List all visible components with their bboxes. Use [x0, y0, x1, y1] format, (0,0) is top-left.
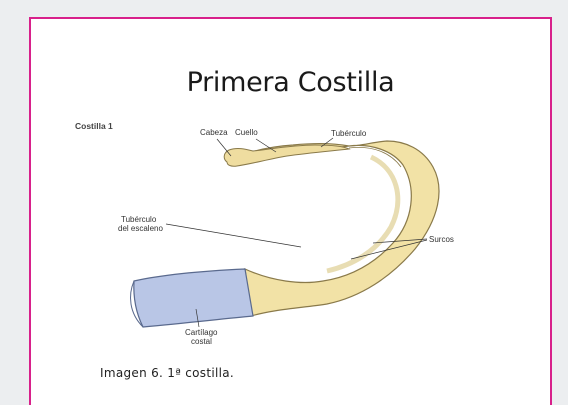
leader-tuberculo-escaleno — [166, 224, 301, 247]
rib-bone-shape — [227, 141, 439, 316]
figure-label: Costilla 1 — [75, 121, 113, 131]
costal-cartilage-shape — [134, 269, 253, 327]
leader-cabeza — [217, 139, 231, 156]
label-cartilago-2: costal — [191, 337, 212, 346]
label-cartilago-1: Cartílago — [185, 328, 218, 337]
label-cabeza: Cabeza — [200, 128, 228, 137]
rib-head-neck — [224, 145, 349, 166]
slide-frame: Primera Costilla Costilla 1 Cabeza Cuell… — [29, 17, 552, 405]
label-tuberculo-escaleno-2: del escaleno — [118, 224, 163, 233]
label-surcos: Surcos — [429, 235, 454, 244]
label-tuberculo-escaleno-1: Tubérculo — [121, 215, 157, 224]
label-tuberculo: Tubérculo — [331, 129, 367, 138]
rib-diagram: Costilla 1 Cabeza Cuello Tubérculo Tubér… — [31, 19, 554, 405]
figure-caption: Imagen 6. 1ª costilla. — [100, 366, 234, 380]
label-cuello: Cuello — [235, 128, 258, 137]
